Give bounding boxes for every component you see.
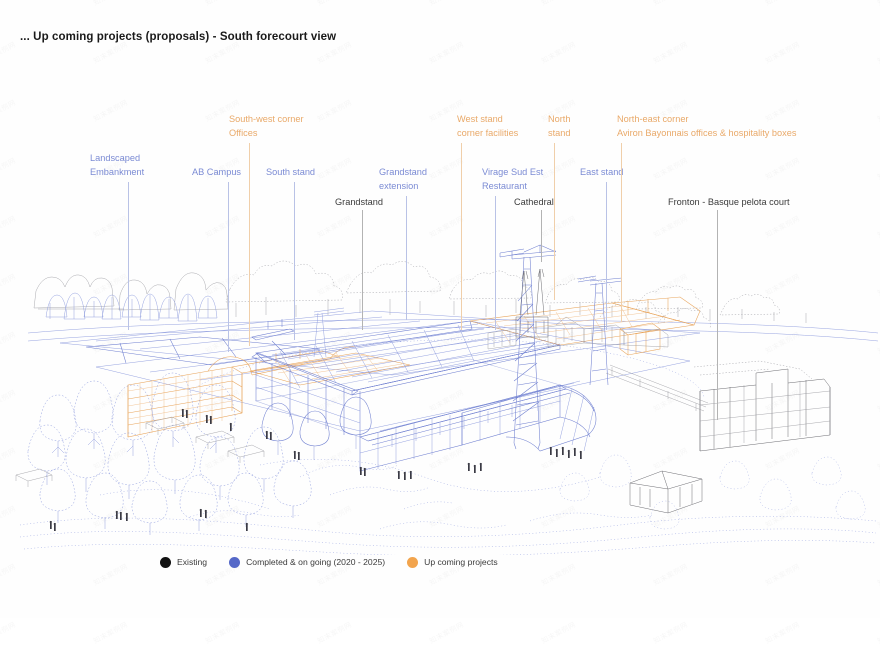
annotation-label: South-west corner Offices (229, 114, 304, 138)
annotation-label: Grandstand (335, 197, 384, 207)
watermark-text: 知末案例网 (540, 620, 578, 646)
legend-color-dot (407, 556, 419, 568)
watermark-text: 知末案例网 (0, 620, 18, 646)
page-title: ... Up coming projects (proposals) - Sou… (20, 31, 337, 43)
legend-item: Existing (160, 556, 208, 568)
legend-item: Completed & on going (2020 - 2025) (229, 556, 386, 568)
annotation-label: Fronton - Basque pelota court (668, 197, 790, 207)
legend: Existing Completed & on going (2020 - 202… (160, 553, 520, 571)
annotation-label: Cathedral (514, 197, 554, 207)
annotation-leader-line (228, 182, 229, 352)
legend-label: Completed & on going (2020 - 2025) (246, 557, 386, 567)
annotation-leader-line (554, 143, 555, 300)
annotation-leader-line (541, 210, 542, 262)
annotation-label: Landscaped Embankment (90, 153, 145, 177)
annotation-leader-line (128, 182, 129, 330)
annotation-leader-line (461, 143, 462, 330)
watermark-text: 知末案例网 (428, 620, 466, 646)
legend-color-dot (160, 556, 171, 568)
annotation-leader-line (362, 210, 363, 330)
watermark-text: 知末案例网 (876, 620, 880, 646)
legend-label: Existing (177, 557, 208, 567)
annotation-label: North-east corner Aviron Bayonnais offic… (617, 114, 797, 138)
annotation-leader-line (717, 210, 718, 420)
legend-item: Up coming projects (407, 556, 498, 568)
watermark-text: 知末案例网 (652, 620, 690, 646)
annotation-label: North stand (548, 114, 571, 138)
slide-page: 知末案例网知末案例网知末案例网知末案例网知末案例网知末案例网知末案例网知末案例网… (0, 31, 880, 571)
watermark-text: 知末案例网 (764, 620, 802, 646)
annotation-leader-line (606, 182, 607, 330)
legend-label: Up coming projects (424, 557, 498, 567)
annotation-label: East stand (580, 167, 624, 177)
annotation-label: Virage Sud Est Restaurant (482, 167, 544, 191)
watermark-text: 知末案例网 (92, 620, 130, 646)
annotation-leader-line (406, 196, 407, 320)
watermark-text: 知末案例网 (316, 620, 354, 646)
annotation-label: AB Campus (192, 167, 242, 177)
annotation-leader-line (495, 196, 496, 330)
annotation-leader-line (621, 143, 622, 322)
annotation-layer: Landscaped Embankment AB Campus South-west… (90, 114, 797, 420)
watermark-text: 知末案例网 (204, 620, 242, 646)
architectural-drawing: .b{stroke:#6f7fd0;fill:none;stroke-width… (0, 225, 880, 555)
annotation-label: Grandstand extension (379, 167, 428, 191)
annotation-leader-line (294, 182, 295, 340)
annotation-leader-line (249, 143, 250, 346)
annotation-label: South stand (266, 167, 316, 177)
legend-color-dot (229, 556, 241, 568)
annotation-label: West stand corner facilities (457, 114, 519, 138)
